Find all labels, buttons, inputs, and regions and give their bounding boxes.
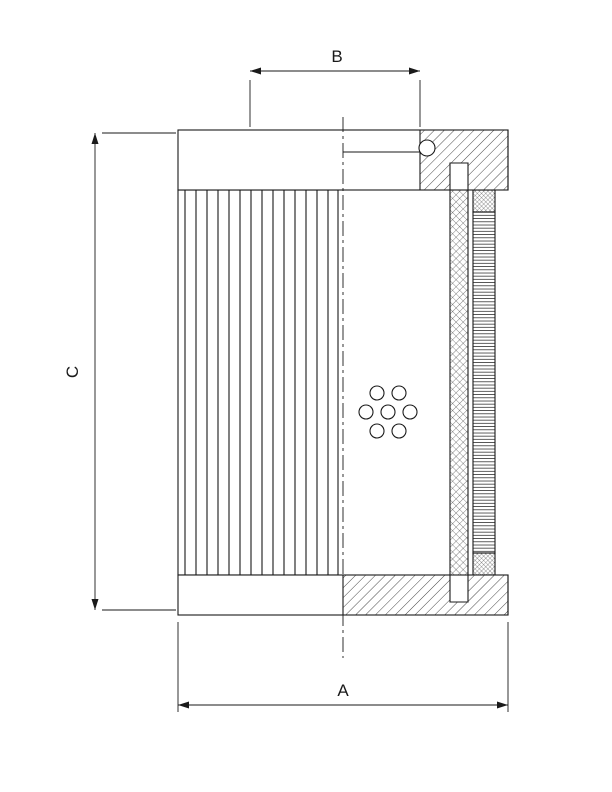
dimension-c: C — [63, 132, 176, 611]
dimension-a-arrow-right — [497, 701, 508, 709]
perforation-hole — [358, 404, 374, 420]
dimension-b-arrow-right — [409, 67, 420, 75]
outer-support-mesh — [472, 189, 496, 576]
dimension-a-label: A — [337, 681, 349, 700]
perforation-holes — [358, 385, 418, 439]
top-cap-hatched-section — [419, 129, 509, 191]
filter-media-pleats — [177, 189, 339, 576]
perforation-hole — [391, 385, 407, 401]
dimension-c-label: C — [63, 366, 82, 378]
bottom-cap-hatched-section — [342, 574, 509, 616]
dimension-a: A — [177, 622, 509, 712]
perforation-hole — [402, 404, 418, 420]
dimension-a-arrow-left — [178, 701, 189, 709]
dimension-b-label: B — [331, 47, 342, 66]
dimension-b: B — [249, 47, 421, 127]
mesh-screen — [472, 211, 496, 554]
perforation-hole — [369, 385, 385, 401]
dimension-b-arrow-left — [250, 67, 261, 75]
perforation-hole — [369, 423, 385, 439]
o-ring-section — [418, 139, 436, 157]
media-section-strip — [449, 162, 469, 603]
perforation-hole — [391, 423, 407, 439]
mesh-bottom-collar — [472, 552, 496, 576]
dimension-c-arrow-top — [91, 133, 99, 144]
perforation-hole — [380, 404, 396, 420]
dimension-c-arrow-bottom — [91, 599, 99, 610]
pleat-block-outline — [177, 189, 339, 576]
mesh-top-collar — [472, 189, 496, 213]
